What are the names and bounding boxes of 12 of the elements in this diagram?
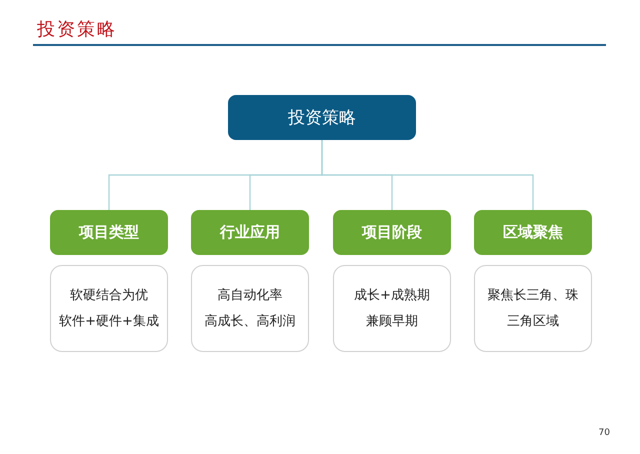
- category-box: 项目阶段: [333, 210, 451, 255]
- page-number: 70: [598, 428, 610, 438]
- category-box: 区域聚焦: [474, 210, 592, 255]
- detail-box: 聚焦长三角、珠三角区域: [474, 265, 592, 352]
- detail-box: 高自动化率 高成长、高利润: [191, 265, 309, 352]
- page-title: 投资策略: [37, 18, 117, 41]
- category-box: 项目类型: [50, 210, 168, 255]
- connector-line: [321, 140, 534, 210]
- detail-box: 软硬结合为优 软件+硬件+集成: [50, 265, 168, 352]
- category-box: 行业应用: [191, 210, 309, 255]
- detail-box: 成长+成熟期 兼顾早期: [333, 265, 451, 352]
- root-box: 投资策略: [228, 95, 416, 140]
